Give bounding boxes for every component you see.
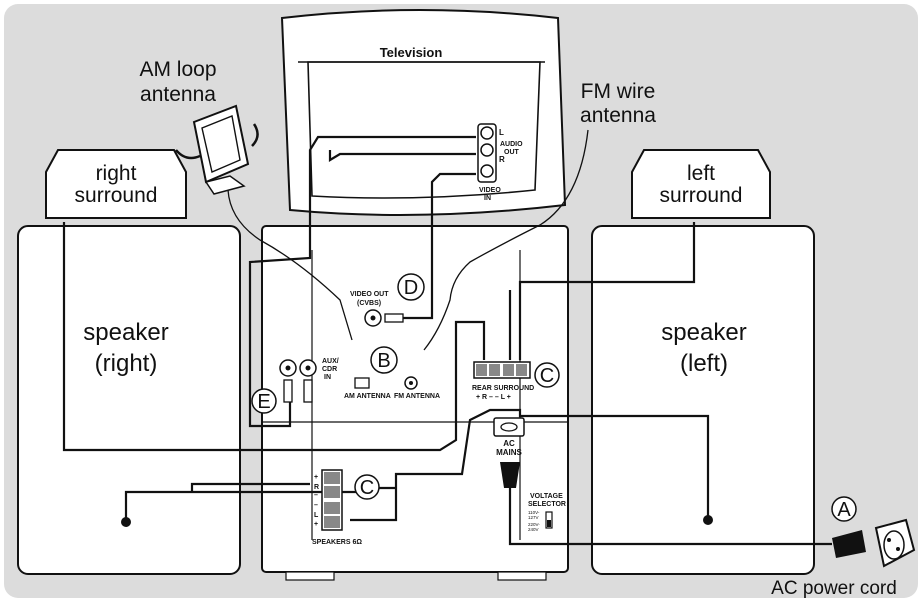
- callout-e-label: E: [257, 391, 270, 413]
- voltage-label: VOLTAGE: [530, 493, 563, 500]
- ac-mains-socket: [493, 417, 525, 437]
- ac-label: AC: [503, 439, 515, 448]
- cables: [62, 135, 832, 546]
- tv-audio-r-label: R: [499, 155, 505, 164]
- callout-b-label: B: [377, 350, 390, 372]
- callout-e: [251, 388, 277, 414]
- v127-label: 127V: [528, 515, 539, 520]
- speaker-right-terminal: [121, 517, 131, 527]
- rear-surround-polarity: + R – – L +: [476, 394, 511, 401]
- speaker-left: speaker (left): [591, 225, 815, 575]
- callout-d: [397, 273, 425, 301]
- rear-panel-details: VIDEO OUT (CVBS) AUX/ CDR IN AM ANTENNA …: [279, 291, 566, 546]
- tv-out-label: OUT: [504, 149, 520, 156]
- spk-minus2: –: [314, 502, 318, 509]
- left-surround-label: left: [687, 162, 715, 185]
- tv-audio-l-label: L: [499, 128, 504, 137]
- callout-b: [370, 346, 398, 374]
- speaker-left-side: (left): [680, 350, 728, 377]
- tv-video-jack: [480, 164, 494, 178]
- ac-plug: [500, 462, 520, 488]
- left-surround-speaker: left surround: [631, 149, 771, 219]
- speaker-left-label: speaker: [661, 319, 746, 346]
- callouts: A B C C D E: [251, 273, 857, 522]
- fm-antenna-panel-label: FM ANTENNA: [394, 393, 440, 400]
- in-label: IN: [324, 374, 331, 381]
- cdr-label: CDR: [322, 366, 337, 373]
- spk-plus: +: [314, 474, 318, 481]
- television: Television L R AUDIO OUT VIDEO IN: [280, 9, 567, 216]
- aux-label: AUX/: [322, 358, 339, 365]
- right-surround-speaker: right surround: [45, 149, 187, 219]
- spk-l: L: [314, 512, 319, 519]
- v220-label: 220V-: [528, 522, 540, 527]
- rear-surround-label: REAR SURROUND: [472, 385, 534, 392]
- v240-label: 240V: [528, 527, 539, 532]
- callout-d-label: D: [404, 277, 418, 299]
- am-antenna-panel-label: AM ANTENNA: [344, 393, 391, 400]
- speakers-label: SPEAKERS 6Ω: [312, 539, 362, 546]
- speaker-left-terminal: [703, 515, 713, 525]
- speaker-right-side: (right): [95, 350, 158, 377]
- television-title: Television: [380, 45, 443, 60]
- callout-c2: [354, 474, 380, 500]
- left-surround-label2: surround: [660, 184, 743, 207]
- callout-a-label: A: [837, 499, 851, 521]
- callout-a: [831, 496, 857, 522]
- v110-label: 110V-: [528, 510, 540, 515]
- video-out-label: VIDEO OUT: [350, 291, 389, 298]
- mains-label: MAINS: [496, 448, 522, 457]
- power-cord-label: AC power cord: [771, 578, 897, 599]
- right-surround-label: right: [96, 162, 137, 185]
- tv-in-label: IN: [484, 195, 491, 202]
- spk-minus: –: [314, 492, 318, 499]
- callout-c-label: C: [540, 365, 554, 387]
- power-cord: AC power cord: [771, 518, 916, 599]
- am-loop-antenna: AM loop antenna: [139, 58, 353, 341]
- fm-antenna-label2: antenna: [580, 104, 656, 127]
- wall-socket: [874, 518, 916, 568]
- cvbs-label: (CVBS): [357, 300, 381, 307]
- am-antenna-connector: [354, 377, 370, 389]
- fm-wire-antenna: FM wire antenna: [423, 80, 656, 351]
- am-antenna-label: AM loop: [139, 58, 216, 81]
- spk-plus2: +: [314, 521, 318, 528]
- tv-audio-l-jack: [480, 126, 494, 140]
- am-antenna-label2: antenna: [140, 83, 216, 106]
- callout-c: [534, 362, 560, 388]
- speaker-right: speaker (right): [17, 225, 241, 575]
- power-plug: [832, 530, 866, 558]
- selector-label: SELECTOR: [528, 501, 566, 508]
- callout-c2-label: C: [360, 477, 374, 499]
- speaker-right-label: speaker: [83, 319, 168, 346]
- spk-r: R: [314, 484, 319, 491]
- right-surround-label2: surround: [75, 184, 158, 207]
- fm-antenna-label: FM wire: [581, 80, 656, 103]
- tv-audio-label: AUDIO: [500, 141, 523, 148]
- tv-video-label: VIDEO: [479, 187, 501, 194]
- tv-audio-r-jack: [480, 143, 494, 157]
- speaker-terminals: [321, 469, 343, 531]
